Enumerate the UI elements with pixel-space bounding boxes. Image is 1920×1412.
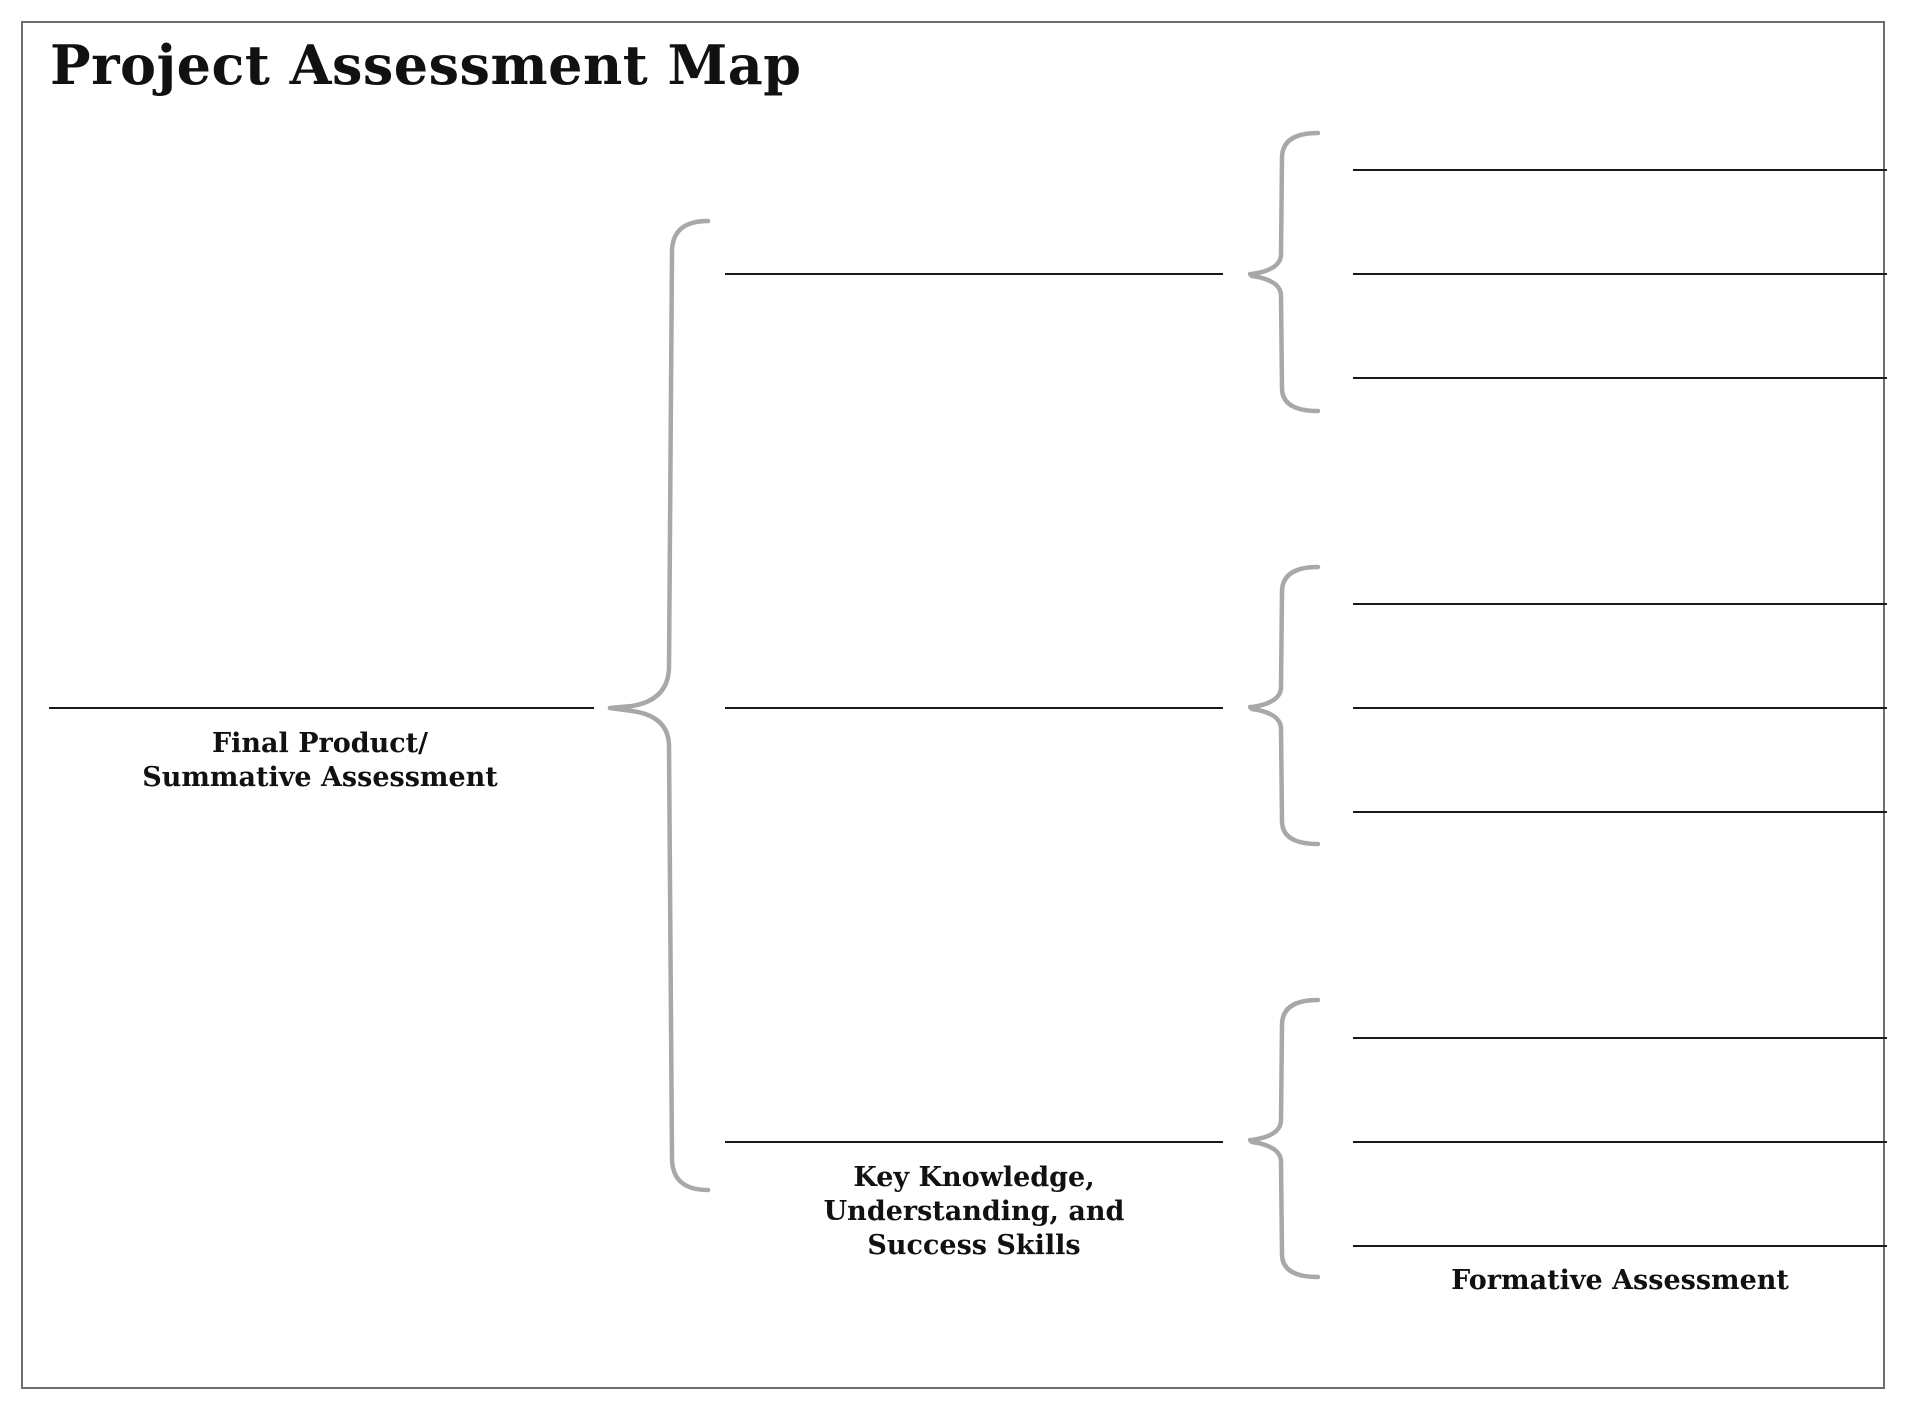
key-knowledge-line-3 <box>725 1141 1223 1143</box>
formative-assessment-label: Formative Assessment <box>1420 1264 1820 1298</box>
page-border <box>21 21 1885 1389</box>
brace-group-2 <box>1247 564 1321 847</box>
formative-line-1 <box>1353 169 1887 171</box>
formative-line-6 <box>1353 811 1887 813</box>
brace-group-3 <box>1247 997 1321 1280</box>
key-knowledge-line-1 <box>725 273 1223 275</box>
key-knowledge-line-2 <box>725 707 1223 709</box>
summative-line <box>49 707 594 709</box>
formative-line-9 <box>1353 1245 1887 1247</box>
page-title: Project Assessment Map <box>50 33 802 97</box>
formative-line-3 <box>1353 377 1887 379</box>
key-knowledge-label-line-1: Key Knowledge, <box>853 1162 1095 1193</box>
formative-line-8 <box>1353 1141 1887 1143</box>
key-knowledge-label: Key Knowledge, Understanding, and Succes… <box>774 1161 1174 1263</box>
formative-label-text: Formative Assessment <box>1451 1265 1789 1296</box>
summative-assessment-label: Final Product/ Summative Assessment <box>120 727 520 795</box>
formative-line-2 <box>1353 273 1887 275</box>
formative-line-5 <box>1353 707 1887 709</box>
formative-line-7 <box>1353 1037 1887 1039</box>
summative-label-line-2: Summative Assessment <box>142 762 498 793</box>
main-brace <box>607 218 711 1193</box>
summative-label-line-1: Final Product/ <box>211 728 429 759</box>
key-knowledge-label-line-2: Understanding, and <box>823 1196 1125 1227</box>
formative-line-4 <box>1353 603 1887 605</box>
brace-group-1 <box>1247 130 1321 414</box>
key-knowledge-label-line-3: Success Skills <box>867 1230 1081 1261</box>
